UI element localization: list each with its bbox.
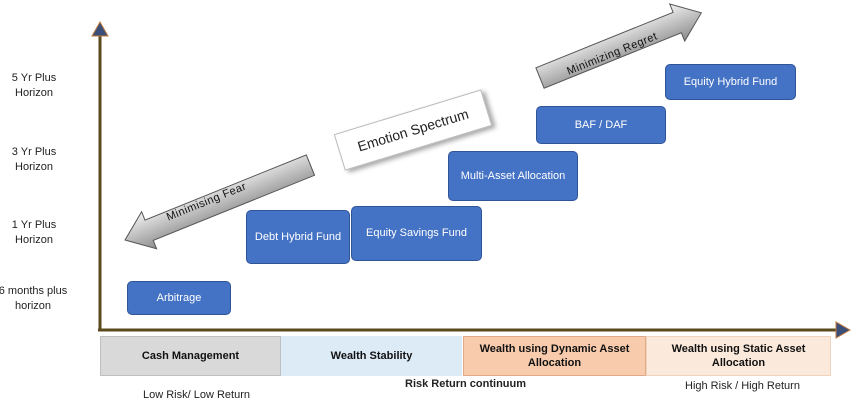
horizon-label-6m: 6 months plus horizon: [0, 285, 68, 312]
horizon-label-1yr: 1 Yr Plus Horizon: [11, 219, 57, 246]
footer-low-risk: Low Risk/ Low Return: [143, 389, 250, 401]
horizon-label-3yr: 3 Yr Plus Horizon: [11, 146, 57, 173]
band-static-asset-allocation: Wealth using Static Asset Allocation: [646, 336, 831, 376]
y-axis-arrowhead: [91, 20, 109, 37]
fund-equity-hybrid: Equity Hybrid Fund: [665, 64, 796, 100]
x-axis-arrowhead: [835, 321, 852, 339]
horizon-label-5yr: 5 Yr Plus Horizon: [11, 72, 57, 99]
band-cash-management: Cash Management: [100, 336, 281, 376]
band-wealth-stability: Wealth Stability: [281, 336, 462, 376]
fund-baf-daf: BAF / DAF: [536, 106, 666, 144]
fund-multi-asset: Multi-Asset Allocation: [448, 151, 578, 201]
minimizing-regret-arrow: [535, 3, 703, 89]
minimising-fear-arrow: [124, 154, 316, 250]
footer-risk-return-continuum: Risk Return continuum: [405, 378, 527, 390]
fund-arbitrage: Arbitrage: [127, 281, 231, 315]
band-dynamic-asset-allocation: Wealth using Dynamic Asset Allocation: [463, 336, 646, 376]
footer-high-risk: High Risk / High Return: [685, 380, 800, 392]
fund-equity-savings: Equity Savings Fund: [351, 206, 482, 261]
fund-debt-hybrid: Debt Hybrid Fund: [246, 210, 350, 264]
